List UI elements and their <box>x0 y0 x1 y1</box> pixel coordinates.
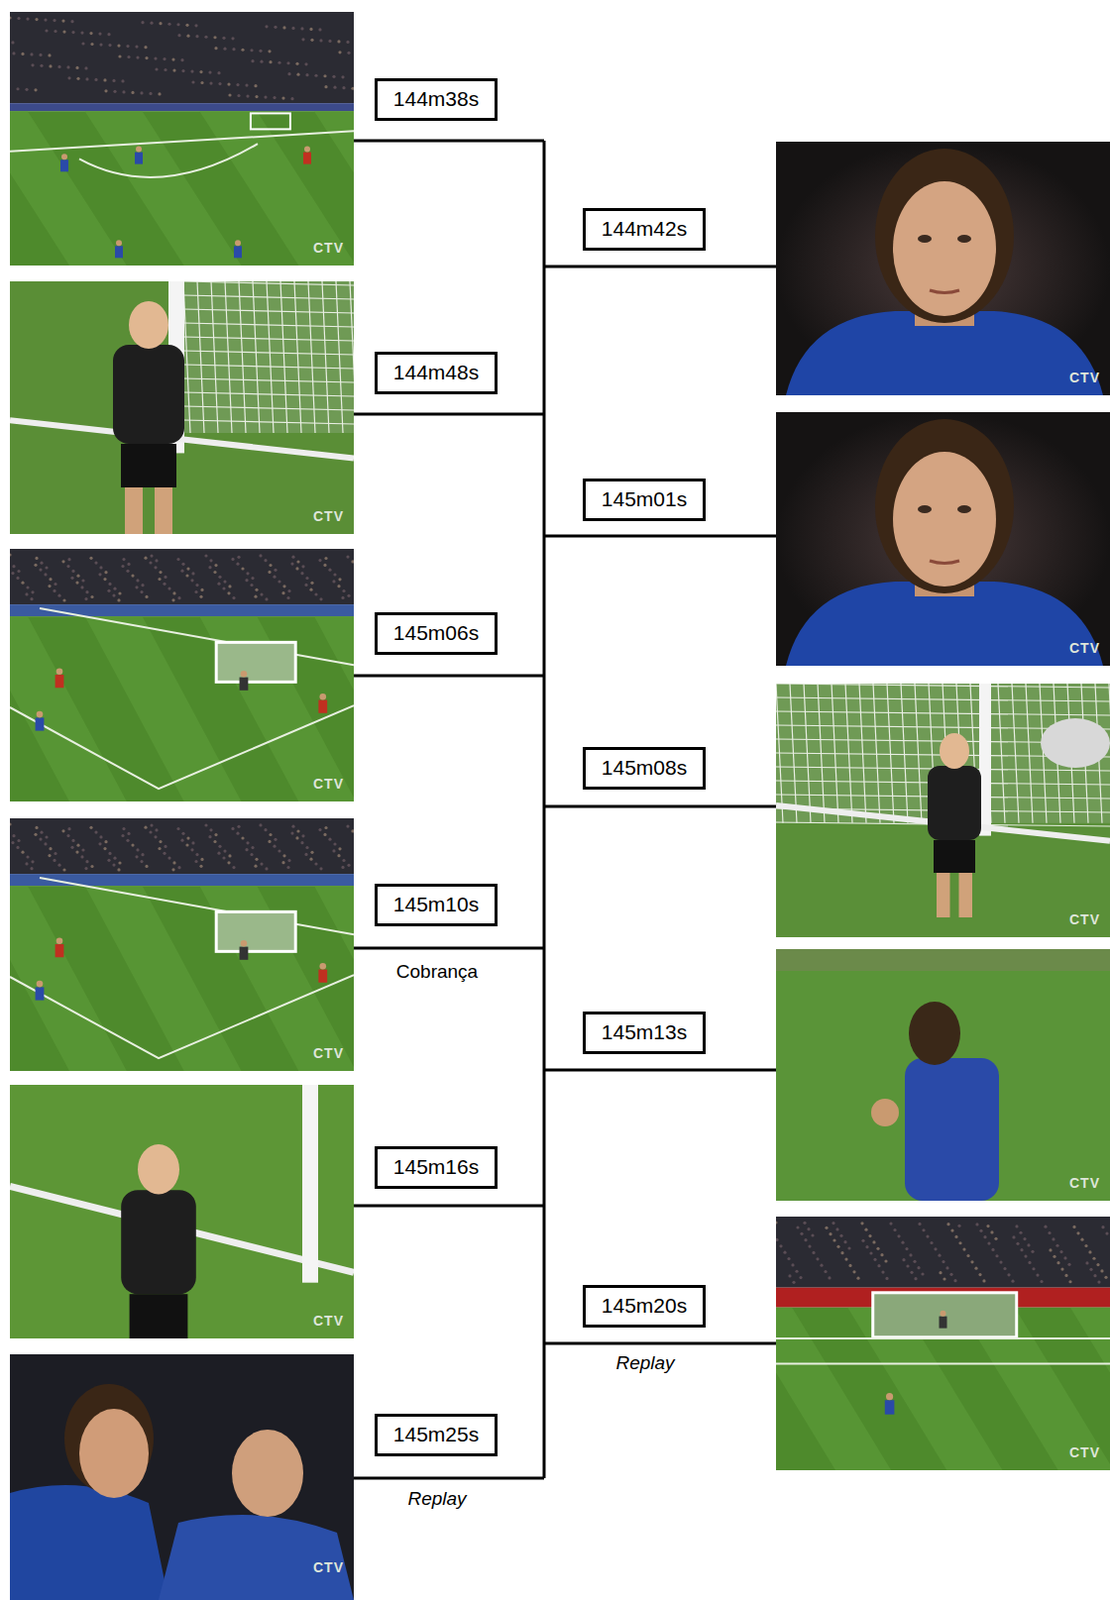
photo-frame <box>776 683 1110 938</box>
watermark: CTV <box>313 1313 344 1330</box>
timestamp-text: 145m10s <box>393 892 479 917</box>
bracket-line <box>353 1477 545 1481</box>
bracket-line <box>544 805 777 809</box>
bracket-line <box>353 139 545 143</box>
timestamp-box: 144m38s <box>374 78 498 121</box>
caption-note: Replay <box>407 1488 466 1511</box>
timestamp-text: 145m20s <box>601 1294 687 1319</box>
caption-note: Cobrança <box>396 961 478 984</box>
timestamp-box: 144m42s <box>582 208 706 251</box>
timestamp-box: 145m10s <box>374 884 498 927</box>
timestamp-box: 145m08s <box>582 747 706 790</box>
timestamp-box: 145m06s <box>374 612 498 656</box>
bracket-line <box>544 1342 777 1346</box>
watermark: CTV <box>1069 1175 1101 1192</box>
watermark: CTV <box>313 508 344 525</box>
photo-frame <box>776 949 1110 1202</box>
timestamp-text: 145m25s <box>393 1423 479 1447</box>
photo-frame <box>0 818 471 1072</box>
watermark: CTV <box>1069 911 1101 928</box>
timestamp-box: 145m25s <box>374 1414 498 1457</box>
timestamp-box: 145m16s <box>374 1146 498 1190</box>
timestamp-box: 145m13s <box>582 1011 706 1055</box>
photo-frame <box>776 412 1110 666</box>
bracket-line <box>353 1205 545 1209</box>
timestamp-text: 145m13s <box>601 1020 687 1045</box>
timestamp-text: 145m01s <box>601 487 687 512</box>
watermark: CTV <box>1069 640 1101 657</box>
watermark: CTV <box>1069 369 1101 386</box>
watermark: CTV <box>1069 1444 1101 1461</box>
photo-frame <box>9 281 357 548</box>
timestamp-text: 144m42s <box>601 217 687 241</box>
bracket-line <box>353 413 545 417</box>
timestamp-text: 145m16s <box>393 1155 479 1180</box>
caption-note: Replay <box>615 1352 674 1375</box>
bracket-line <box>544 265 777 269</box>
timestamp-text: 144m48s <box>393 360 479 385</box>
timestamp-box: 145m20s <box>582 1285 706 1329</box>
photo-frame <box>736 1217 1110 1471</box>
timestamp-box: 144m48s <box>374 351 498 395</box>
bracket-line <box>353 947 545 951</box>
timestamp-box: 145m01s <box>582 478 706 522</box>
photo-frame <box>776 141 1110 396</box>
timestamp-text: 145m06s <box>393 621 479 646</box>
bracket-line <box>544 535 777 539</box>
watermark: CTV <box>313 239 344 256</box>
watermark: CTV <box>313 776 344 792</box>
bracket-line <box>353 674 545 678</box>
watermark: CTV <box>313 1045 344 1062</box>
bracket-line <box>544 1069 777 1073</box>
timestamp-text: 144m38s <box>393 87 479 111</box>
photo-frame <box>9 1354 354 1600</box>
timestamp-text: 145m08s <box>601 756 687 780</box>
watermark: CTV <box>313 1559 344 1576</box>
bracket-line <box>543 140 547 1479</box>
photo-frame <box>0 11 471 266</box>
